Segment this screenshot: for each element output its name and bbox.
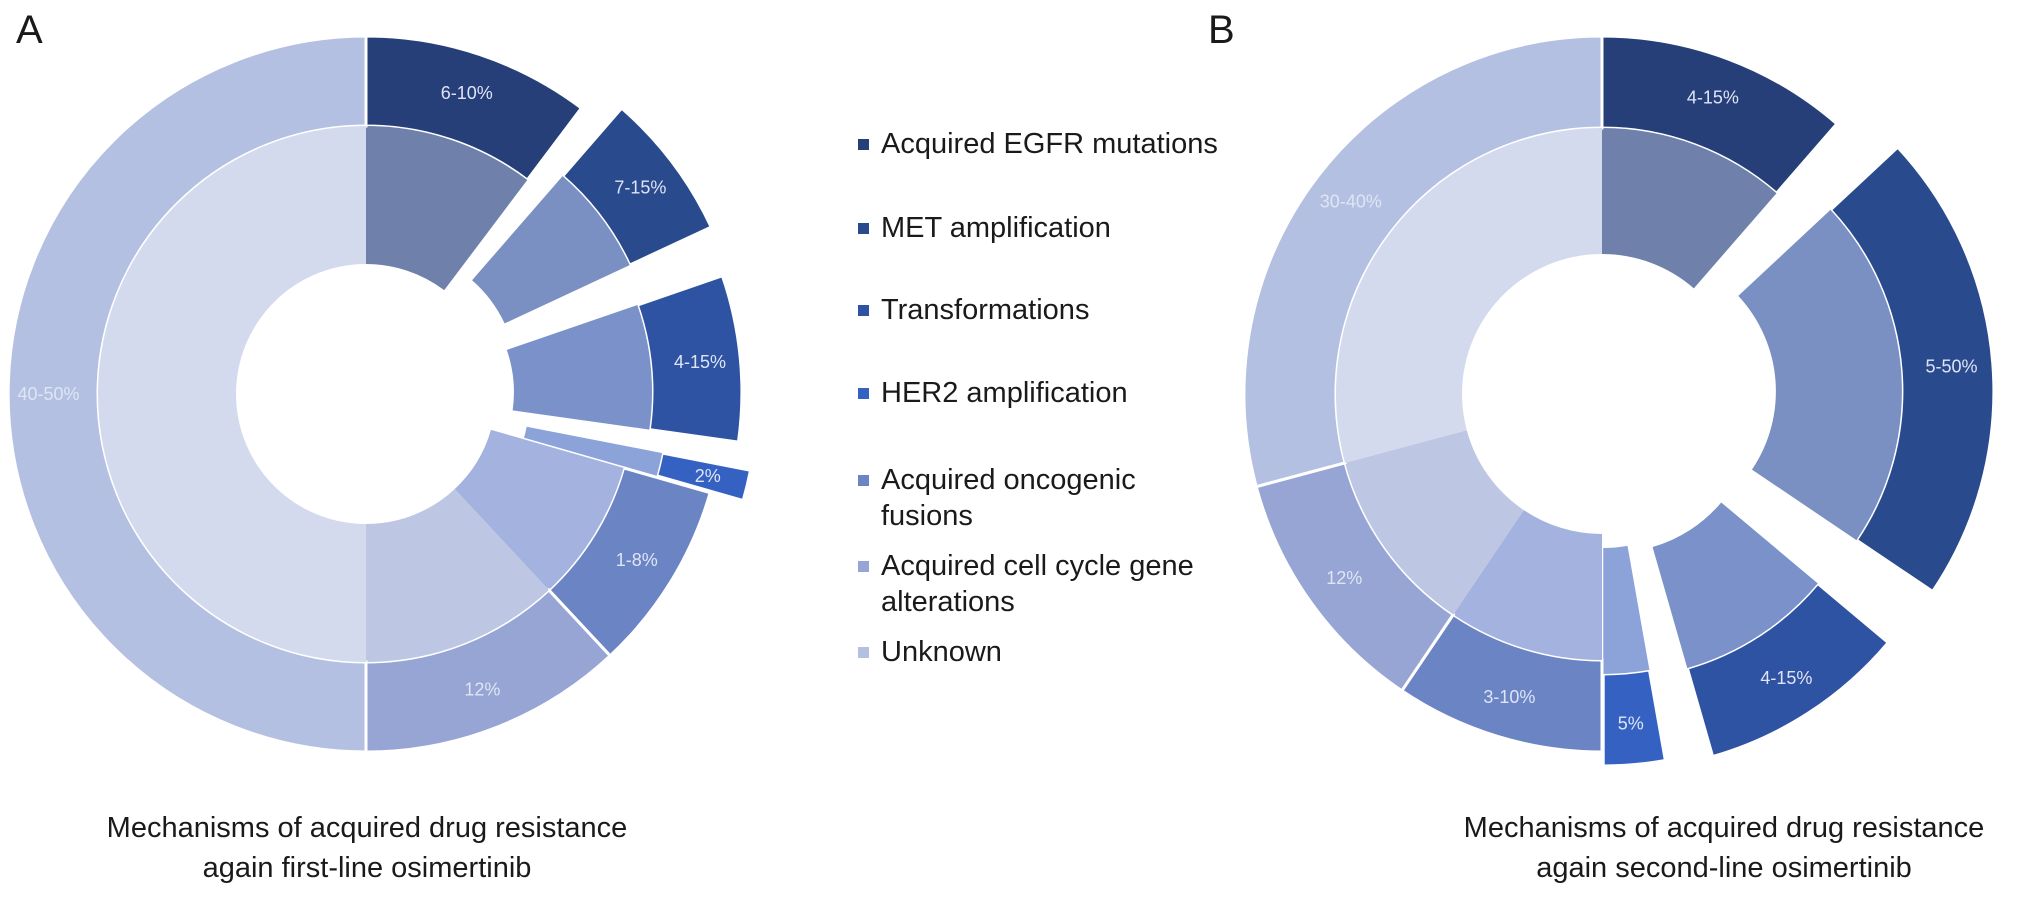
legend-swatch (858, 223, 869, 234)
chart-b-title-line2: again second-line osimertinib (1536, 852, 1912, 884)
panel-label-a: A (16, 8, 43, 52)
slice-inner-acquired-cell-cycle-gene-alterations (366, 489, 549, 662)
slice-label-met-amplification: 5-50% (1926, 356, 1978, 376)
legend-label: Acquired EGFR mutations (881, 128, 1218, 160)
slice-label-transformations: 4-15% (674, 352, 726, 372)
slice-label-acquired-oncogenic-fusions: 3-10% (1483, 687, 1535, 707)
slice-label-her2-amplification: 5% (1618, 713, 1644, 733)
slice-label-unknown: 30-40% (1320, 191, 1382, 211)
legend-label: HER2 amplification (881, 377, 1128, 409)
chart-b-title-line1: Mechanisms of acquired drug resistance (1463, 812, 1985, 844)
slice-inner-her2-amplification (1603, 545, 1650, 674)
donut-chart-b: 4-15% 5-50% 4-15% 5% 3-10% 12% 30-40% (1242, 34, 1996, 768)
legend-item-transformations: Transformations (858, 292, 1089, 328)
legend-swatch (858, 475, 869, 486)
chart-a-title-line1: Mechanisms of acquired drug resistance (106, 812, 628, 844)
slice-inner-acquired-oncogenic-fusions (1453, 510, 1602, 660)
legend-label: Transformations (881, 294, 1090, 326)
slice-label-unknown: 40-50% (17, 384, 79, 404)
legend-item-met: MET amplification (858, 210, 1111, 246)
slice-label-transformations: 4-15% (1760, 668, 1812, 688)
slice-label-met-amplification: 7-15% (614, 177, 666, 197)
donut-chart-a: 6-10% 7-15% 4-15% 2% 1-8% 12% 40-50% (6, 34, 753, 754)
slice-label-acquired-cell-cycle-gene-alterations: 12% (464, 679, 500, 699)
slice-inner-unknown (98, 126, 366, 662)
slice-label-acquired-egfr-mutations: 4-15% (1687, 87, 1739, 107)
slice-inner-met-amplification (1738, 209, 1902, 541)
panel-label-b: B (1208, 8, 1235, 52)
chart-a-title: Mechanisms of acquired drug resistance a… (17, 808, 717, 888)
legend-label: Unknown (881, 636, 1002, 668)
slice-inner-transformations (506, 305, 652, 430)
slice-label-acquired-cell-cycle-gene-alterations: 12% (1326, 568, 1362, 588)
slice-inner-acquired-egfr-mutations (366, 126, 528, 291)
legend-label: MET amplification (881, 212, 1111, 244)
slice-inner-acquired-cell-cycle-gene-alterations (1345, 430, 1524, 615)
slice-label-acquired-egfr-mutations: 6-10% (441, 83, 493, 103)
chart-a-title-line2: again first-line osimertinib (202, 852, 532, 884)
slice-outer-unknown (1242, 34, 1604, 489)
legend-label: Acquired cell cycle gene alterations (881, 550, 1194, 618)
slice-inner-acquired-egfr-mutations (1602, 128, 1777, 289)
legend-item-unknown: Unknown (858, 634, 1002, 670)
slice-inner-met-amplification (472, 176, 630, 324)
legend-item-egfr: Acquired EGFR mutations (858, 126, 1218, 162)
chart-b-title: Mechanisms of acquired drug resistance a… (1374, 808, 2032, 888)
slice-label-her2-amplification: 2% (695, 466, 721, 486)
legend-swatch (858, 388, 869, 399)
slice-inner-acquired-oncogenic-fusions (454, 429, 624, 591)
legend-swatch (858, 305, 869, 316)
legend-swatch (858, 139, 869, 150)
legend-swatch (858, 647, 869, 658)
legend-label: Acquired oncogenic fusions (881, 464, 1136, 532)
slice-inner-her2-amplification (524, 426, 663, 476)
legend-item-fusions: Acquired oncogenic fusions (858, 462, 1158, 534)
legend-swatch (858, 561, 869, 572)
legend-item-cell-cycle: Acquired cell cycle gene alterations (858, 548, 1238, 620)
legend-item-her2: HER2 amplification (858, 375, 1128, 411)
slice-inner-transformations (1652, 502, 1818, 669)
slice-label-acquired-oncogenic-fusions: 1-8% (616, 550, 658, 570)
slice-inner-unknown (1336, 128, 1602, 463)
